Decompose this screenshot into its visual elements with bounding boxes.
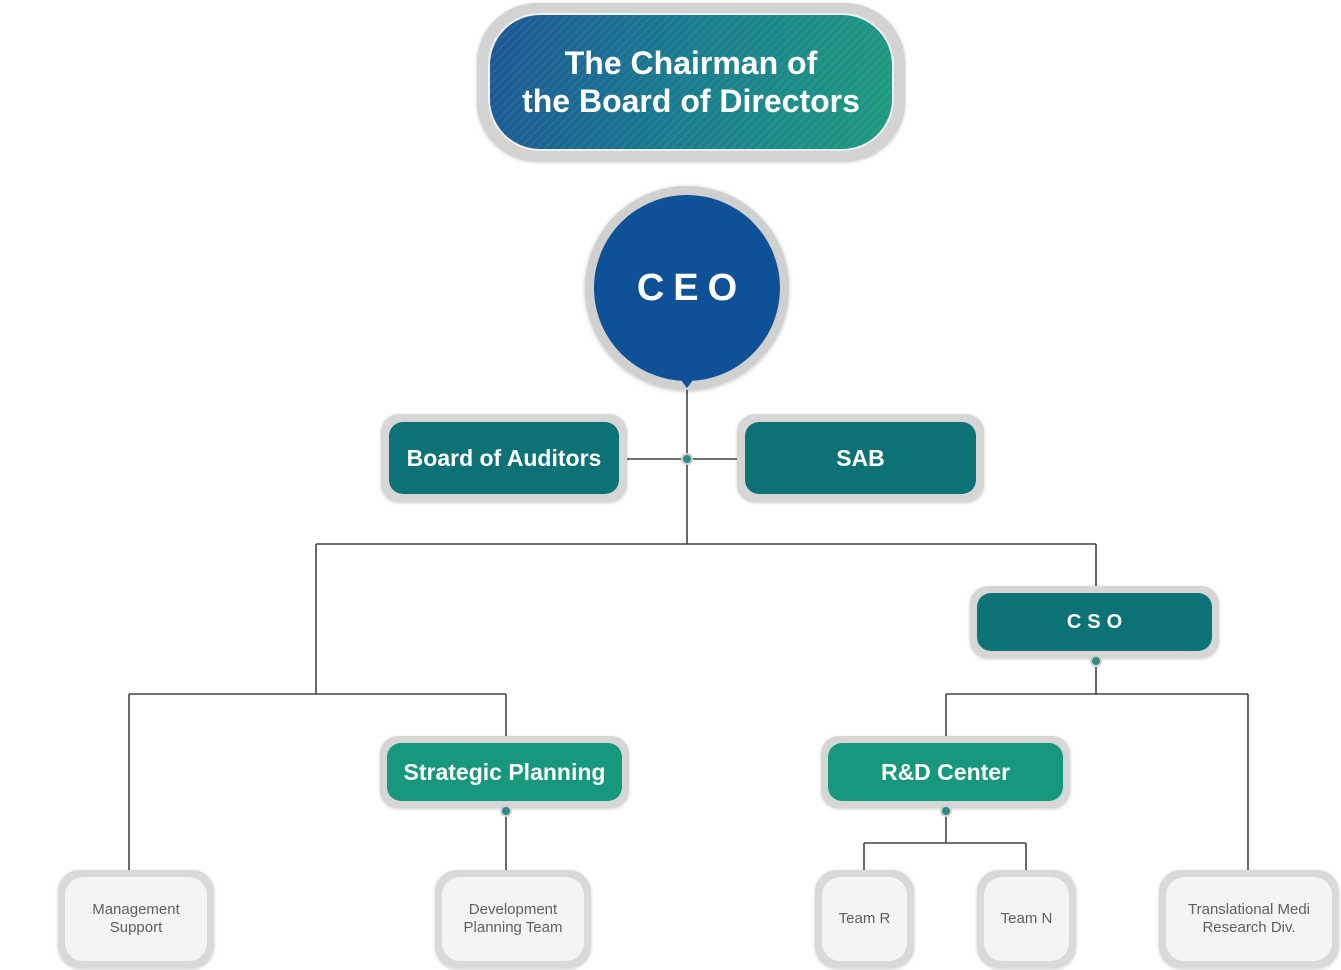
strategic-planning-label: Strategic Planning bbox=[403, 758, 606, 785]
board-of-auditors-label: Board of Auditors bbox=[406, 444, 602, 471]
connector-dot bbox=[500, 805, 512, 817]
cso-node[interactable]: CSO bbox=[977, 593, 1212, 651]
team-n-label: Team N bbox=[1000, 910, 1053, 927]
rd-center-node[interactable]: R&D Center bbox=[828, 743, 1063, 801]
connector-dot bbox=[940, 805, 952, 817]
team-r-label: Team R bbox=[838, 910, 891, 927]
sab-node[interactable]: SAB bbox=[745, 422, 976, 494]
development-planning-label: Development Planning Team bbox=[463, 901, 563, 936]
translational-node[interactable]: Translational Medi Research Div. bbox=[1166, 877, 1332, 961]
rd-center-label: R&D Center bbox=[880, 758, 1011, 785]
strategic-planning-node[interactable]: Strategic Planning bbox=[387, 743, 622, 801]
ceo-label: CEO bbox=[636, 266, 747, 309]
management-support-label: Management Support bbox=[92, 901, 180, 936]
management-support-node[interactable]: Management Support bbox=[65, 877, 207, 961]
sab-label: SAB bbox=[836, 444, 885, 471]
chairman-node[interactable]: The Chairman of the Board of Directors bbox=[488, 13, 894, 151]
translational-label: Translational Medi Research Div. bbox=[1188, 901, 1310, 936]
connector-dot bbox=[1090, 655, 1102, 667]
connector-dot bbox=[681, 453, 693, 465]
ceo-pointer bbox=[678, 376, 696, 388]
chairman-label: The Chairman of the Board of Directors bbox=[522, 45, 860, 119]
cso-label: CSO bbox=[1066, 610, 1129, 633]
board-of-auditors-node[interactable]: Board of Auditors bbox=[389, 422, 619, 494]
team-n-node[interactable]: Team N bbox=[984, 877, 1069, 961]
team-r-node[interactable]: Team R bbox=[822, 877, 907, 961]
ceo-node[interactable]: CEO bbox=[594, 195, 780, 381]
development-planning-node[interactable]: Development Planning Team bbox=[442, 877, 584, 961]
